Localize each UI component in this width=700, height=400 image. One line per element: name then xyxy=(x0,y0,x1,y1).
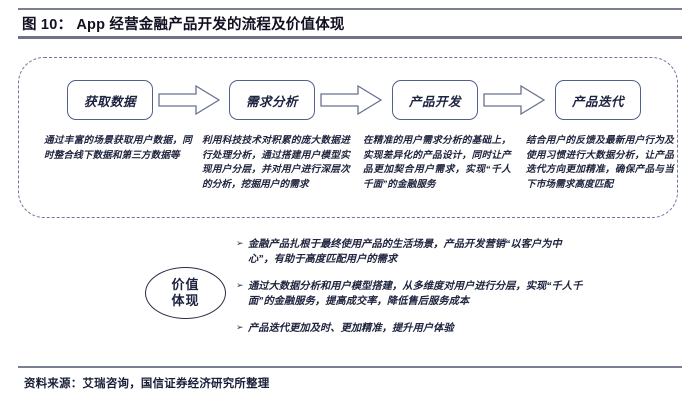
bullet-arrow-icon: ➢ xyxy=(236,280,244,291)
value-bullet-text-2: 通过大数据分析和用户模型搭建，从多维度对用户进行分层，实现“千人千面”的金融服务… xyxy=(248,280,583,308)
value-bullet-text-1: 金融产品扎根于最终使用产品的生活场景，产品开发营销“以客户为中心”，有助于高度匹… xyxy=(248,239,562,266)
list-item: ➢ 通过大数据分析和用户模型搭建，从多维度对用户进行分层，实现“千人千面”的金融… xyxy=(236,279,666,310)
flow-stage-box-4[interactable]: 产品迭代 xyxy=(555,80,641,120)
flow-stage-box-3[interactable]: 产品开发 xyxy=(392,80,478,120)
flow-stage-description-3: 在精准的用户需求分析的基础上，实现差异化的产品设计，同时让产品更加契合用户需求，… xyxy=(363,135,511,190)
title-rule-bottom xyxy=(18,36,682,39)
flow-stage-label-4: 产品迭代 xyxy=(571,94,624,109)
flow-stage-description-1: 通过丰富的场景获取用户数据，同时整合线下数据和第三方数据等 xyxy=(44,135,192,161)
source-note: 资料来源：艾瑞咨询，国信证券经济研究所整理 xyxy=(24,378,270,390)
page-title: 图 10： App 经营金融产品开发的流程及价值体现 xyxy=(22,17,345,33)
value-bullet-text-3: 产品迭代更加及时、更加精准，提升用户体验 xyxy=(248,322,454,334)
value-bullet-list: ➢ 金融产品扎根于最终使用产品的生活场景，产品开发营销“以客户为中心”，有助于高… xyxy=(236,237,666,347)
flow-stage-label-1: 获取数据 xyxy=(83,94,136,109)
flow-stage-label-3: 产品开发 xyxy=(408,94,461,109)
title-rule-top xyxy=(18,8,682,10)
footer-rule xyxy=(18,366,682,368)
value-ellipse-line-2: 体现 xyxy=(171,293,200,308)
right-block-arrow-icon xyxy=(320,84,382,116)
flow-stage-description-4: 结合用户的反馈及最新用户行为及使用习惯进行大数据分析，让产品迭代方向更加精准，确… xyxy=(526,135,674,190)
value-ellipse: 价值 体现 xyxy=(145,267,226,319)
list-item: ➢ 产品迭代更加及时、更加精准，提升用户体验 xyxy=(236,321,666,336)
flow-stage-box-1[interactable]: 获取数据 xyxy=(67,80,153,120)
list-item: ➢ 金融产品扎根于最终使用产品的生活场景，产品开发营销“以客户为中心”，有助于高… xyxy=(236,237,666,268)
value-ellipse-line-1: 价值 xyxy=(171,277,200,292)
right-block-arrow-icon xyxy=(158,84,220,116)
flow-stage-label-2: 需求分析 xyxy=(245,94,298,109)
flow-stage-description-2: 利用科技技术对积累的庞大数据进行处理分析，通过搭建用户模型实现用户分层，并对用户… xyxy=(202,135,350,190)
bullet-arrow-icon: ➢ xyxy=(236,322,244,333)
flow-panel xyxy=(18,57,678,218)
right-block-arrow-icon xyxy=(483,84,545,116)
flow-stage-box-2[interactable]: 需求分析 xyxy=(229,80,315,120)
bullet-arrow-icon: ➢ xyxy=(236,239,244,249)
